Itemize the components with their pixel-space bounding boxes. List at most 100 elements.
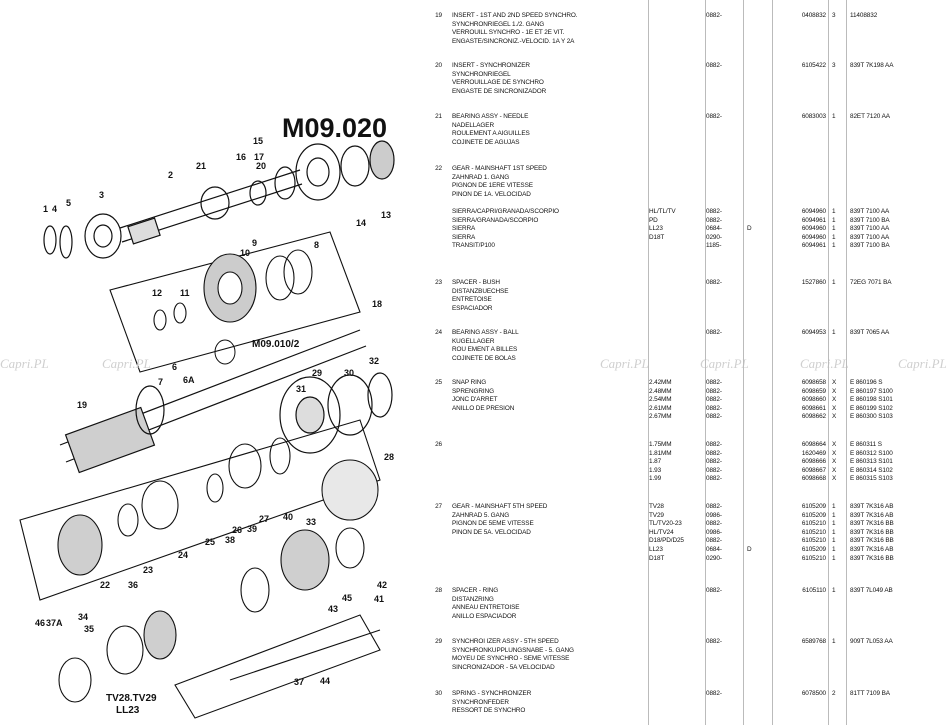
description: RESSORT DE SYNCHRO	[452, 707, 526, 715]
description: SIERRA/GRANADA/SCORPIO	[452, 216, 539, 224]
callout-31: 31	[296, 384, 306, 394]
date-code: 0882-	[706, 537, 722, 545]
quantity: 3	[832, 12, 836, 19]
ford-number: E 860198 S101	[850, 396, 893, 404]
model-code: D18T	[649, 554, 665, 562]
callout-30: 30	[344, 368, 354, 378]
callout-40: 40	[283, 512, 293, 522]
description: KUGELLAGER	[452, 337, 495, 345]
model-code: HL/TL/TV	[649, 208, 676, 215]
model-code: 2.54MM	[649, 396, 672, 404]
model-code: TV28	[649, 503, 664, 510]
model-code: TV29	[649, 511, 664, 519]
description: VERROUILL SYNCHRO - 1E ET 2E VIT.	[452, 29, 565, 37]
quantity: X	[832, 404, 837, 412]
date-code: 0882-	[706, 690, 722, 697]
callout-1: 1	[43, 204, 48, 214]
callout-9: 9	[252, 238, 257, 248]
description: GEAR - MAINSHAFT 1ST SPEED	[452, 165, 547, 172]
quantity: 3	[832, 62, 836, 69]
callout-6: 6	[172, 362, 177, 372]
part-number: 6078500	[801, 690, 826, 697]
description: SIERRA/CAPRI/GRANADA/SCORPIO	[452, 208, 559, 215]
callout-19: 19	[77, 400, 87, 410]
date-code: 0882-	[706, 503, 722, 510]
column-divider	[828, 0, 829, 725]
quantity: 1	[832, 537, 836, 545]
date-code: 0882-	[706, 404, 722, 412]
part-number: 6105110	[802, 587, 826, 594]
callout-4: 4	[52, 204, 57, 214]
description: ENTRETOISE	[452, 296, 492, 304]
quantity: 1	[832, 329, 836, 336]
date-code: 0882-	[706, 413, 722, 421]
quantity: 1	[832, 216, 836, 224]
part-number: 6098661	[801, 404, 826, 412]
quantity: X	[832, 413, 837, 421]
description: SIERRA	[452, 225, 476, 233]
ford-number: 839T 7100 AA	[850, 225, 890, 233]
part-number: 6105210	[801, 537, 826, 545]
description: INSERT - SYNCHRONIZER	[452, 62, 530, 69]
ford-number: 839T 7100 BA	[850, 216, 890, 224]
description: SIERRA	[452, 233, 476, 241]
description: SYNCHROI IZER ASSY - 5TH SPEED	[452, 638, 559, 645]
date-code: 0882-	[706, 208, 722, 215]
description: ROU EMENT A BILLES	[452, 346, 518, 354]
watermark: Capri.PL	[800, 356, 849, 371]
description: VERROUILLAGE DE SYNCHRO	[452, 79, 544, 87]
description: SYNCHRONFEDER	[452, 698, 509, 706]
ford-number: 839T 7K316 BB	[850, 554, 894, 562]
callout-3: 3	[99, 190, 104, 200]
ford-number: 839T 7K316 AB	[850, 511, 894, 519]
column-divider	[743, 0, 744, 725]
ford-number: 839T 7K316 BB	[850, 537, 894, 545]
date-code: 0882-	[706, 12, 722, 19]
description: SPACER - RING	[452, 587, 499, 594]
date-code: 0882-	[706, 379, 722, 386]
model-code: 2.67MM	[649, 413, 672, 421]
model-code: D18T	[649, 233, 665, 241]
reference-number: 23	[435, 279, 442, 286]
quantity: 1	[832, 279, 836, 286]
quantity: 1	[832, 511, 836, 519]
model-code: 1.75MM	[649, 441, 672, 448]
variant-label-2: LL23	[116, 705, 140, 716]
watermark: Capri.PL	[0, 356, 49, 371]
callout-32: 32	[369, 356, 379, 366]
diagram-model-title: M09.020	[282, 113, 387, 143]
model-code: PD	[649, 216, 658, 224]
date-code: 1185-	[706, 242, 722, 250]
variant-label: TV28.TV29	[106, 693, 157, 704]
callout-12: 12	[152, 288, 162, 298]
part-number: 6094961	[801, 242, 826, 250]
description: DISTANZBUECHSE	[452, 287, 509, 295]
part-number: 6094953	[801, 329, 826, 336]
quantity: 1	[832, 113, 836, 120]
flag: D	[747, 225, 752, 233]
quantity: 2	[832, 690, 836, 697]
description: COJINETE DE BOLAS	[452, 354, 516, 362]
callout-14: 14	[356, 218, 366, 228]
date-code: 0882-	[706, 396, 722, 404]
callout-labels: 1 2 3 4 5 6 6A 7 8 9 10 11 12 13 14 15 1…	[35, 136, 394, 687]
ford-number: 81TT 7109 BA	[850, 690, 890, 697]
ford-number: E 860315 S103	[850, 475, 893, 483]
callout-43: 43	[328, 604, 338, 614]
part-number: 6094961	[801, 216, 826, 224]
date-code: 0684-	[706, 225, 722, 233]
quantity: 1	[832, 225, 836, 233]
reference-number: 27	[435, 503, 442, 510]
needle-bearing-drawing	[214, 339, 236, 365]
part-number: 6094960	[801, 233, 826, 241]
callout-23: 23	[143, 565, 153, 575]
main-shaft-assembly	[59, 329, 393, 474]
reference-number: 19	[435, 12, 442, 19]
model-code: 1.93	[649, 466, 662, 474]
description: SYNCHRONKUPPLUNGSNABE - 5. GANG	[452, 646, 574, 654]
description: JONC D'ARRET	[452, 396, 498, 404]
